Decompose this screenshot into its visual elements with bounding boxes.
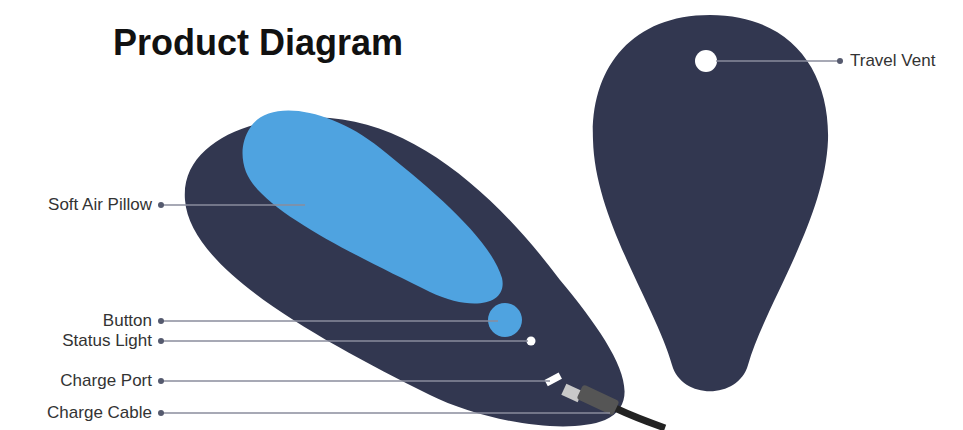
part-label: Charge Cable [47, 403, 152, 423]
part-label: Travel Vent [850, 51, 935, 71]
leader-dot [158, 338, 164, 344]
leader-lines [161, 61, 840, 413]
air-pillow [243, 111, 503, 304]
leader-dot [158, 410, 164, 416]
part-label: Charge Port [60, 371, 152, 391]
leader-dot [837, 58, 843, 64]
part-label: Button [103, 311, 152, 331]
travel-vent-symbol [695, 50, 717, 72]
leader-line [161, 340, 528, 342]
leader-line [161, 412, 610, 414]
leader-line [161, 320, 498, 322]
button-symbol [488, 303, 522, 337]
diagram-title: Product Diagram [113, 22, 403, 64]
leader-dot [158, 318, 164, 324]
device-back [593, 15, 828, 391]
cable-plug-body [576, 384, 619, 415]
leader-line [161, 380, 550, 382]
cable-wire [615, 408, 665, 428]
leader-line [716, 60, 840, 62]
part-label: Status Light [62, 331, 152, 351]
leader-dot [158, 202, 164, 208]
leader-dot [158, 378, 164, 384]
leader-line [161, 204, 305, 206]
leader-dots [158, 58, 843, 416]
charge-port-symbol [545, 373, 562, 387]
part-label: Soft Air Pillow [48, 195, 152, 215]
